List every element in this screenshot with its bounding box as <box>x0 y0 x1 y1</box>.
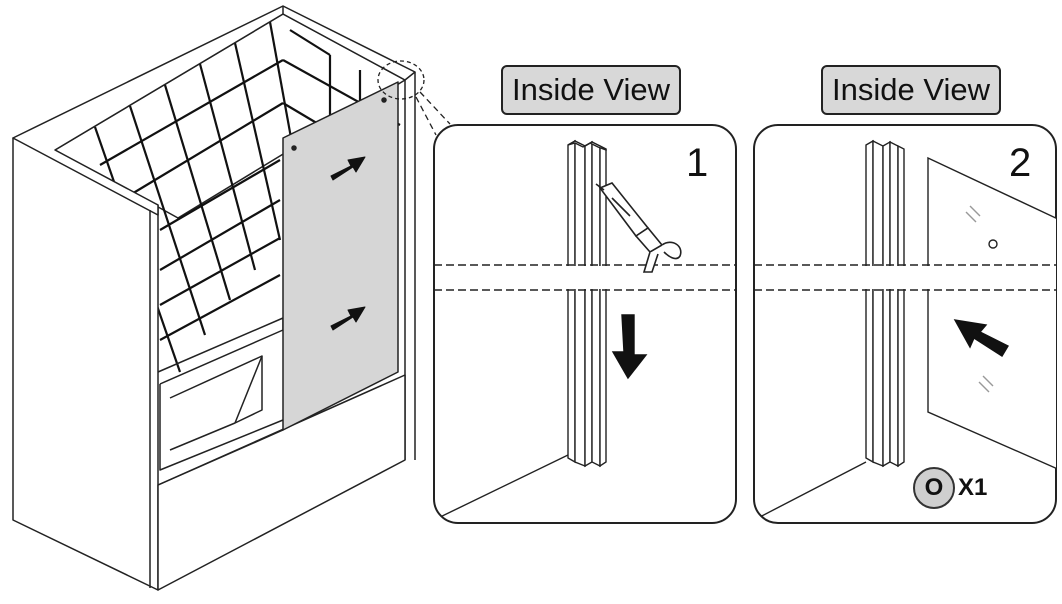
arrow-icon <box>330 306 366 331</box>
screw-quantity: X1 <box>958 474 988 501</box>
inside-view-label-2: Inside View <box>821 65 1001 115</box>
arrow-left-icon <box>953 319 1009 357</box>
wall-channel-icon <box>567 139 607 468</box>
silicone-caulk-gun-icon <box>595 182 682 273</box>
detail-callout-circle <box>377 60 425 100</box>
arrow-down-icon <box>611 314 648 380</box>
wall-channel-icon <box>865 139 905 468</box>
glass-panel <box>282 81 399 431</box>
tile-grid <box>93 21 401 373</box>
screw-symbol: O <box>924 474 944 501</box>
tub-front <box>157 374 406 591</box>
step-2-panel <box>753 124 1057 524</box>
inside-view-label-1: Inside View <box>501 65 681 115</box>
step-1-panel <box>433 124 737 524</box>
screw-icon: O <box>913 467 955 509</box>
glass-panel-icon <box>927 156 1056 472</box>
arrow-icon <box>330 156 366 181</box>
left-wall-face <box>12 137 159 591</box>
step-number-1: 1 <box>686 141 709 185</box>
bathtub-enclosure-illustration <box>12 5 451 591</box>
step-number-2: 2 <box>1009 141 1032 185</box>
